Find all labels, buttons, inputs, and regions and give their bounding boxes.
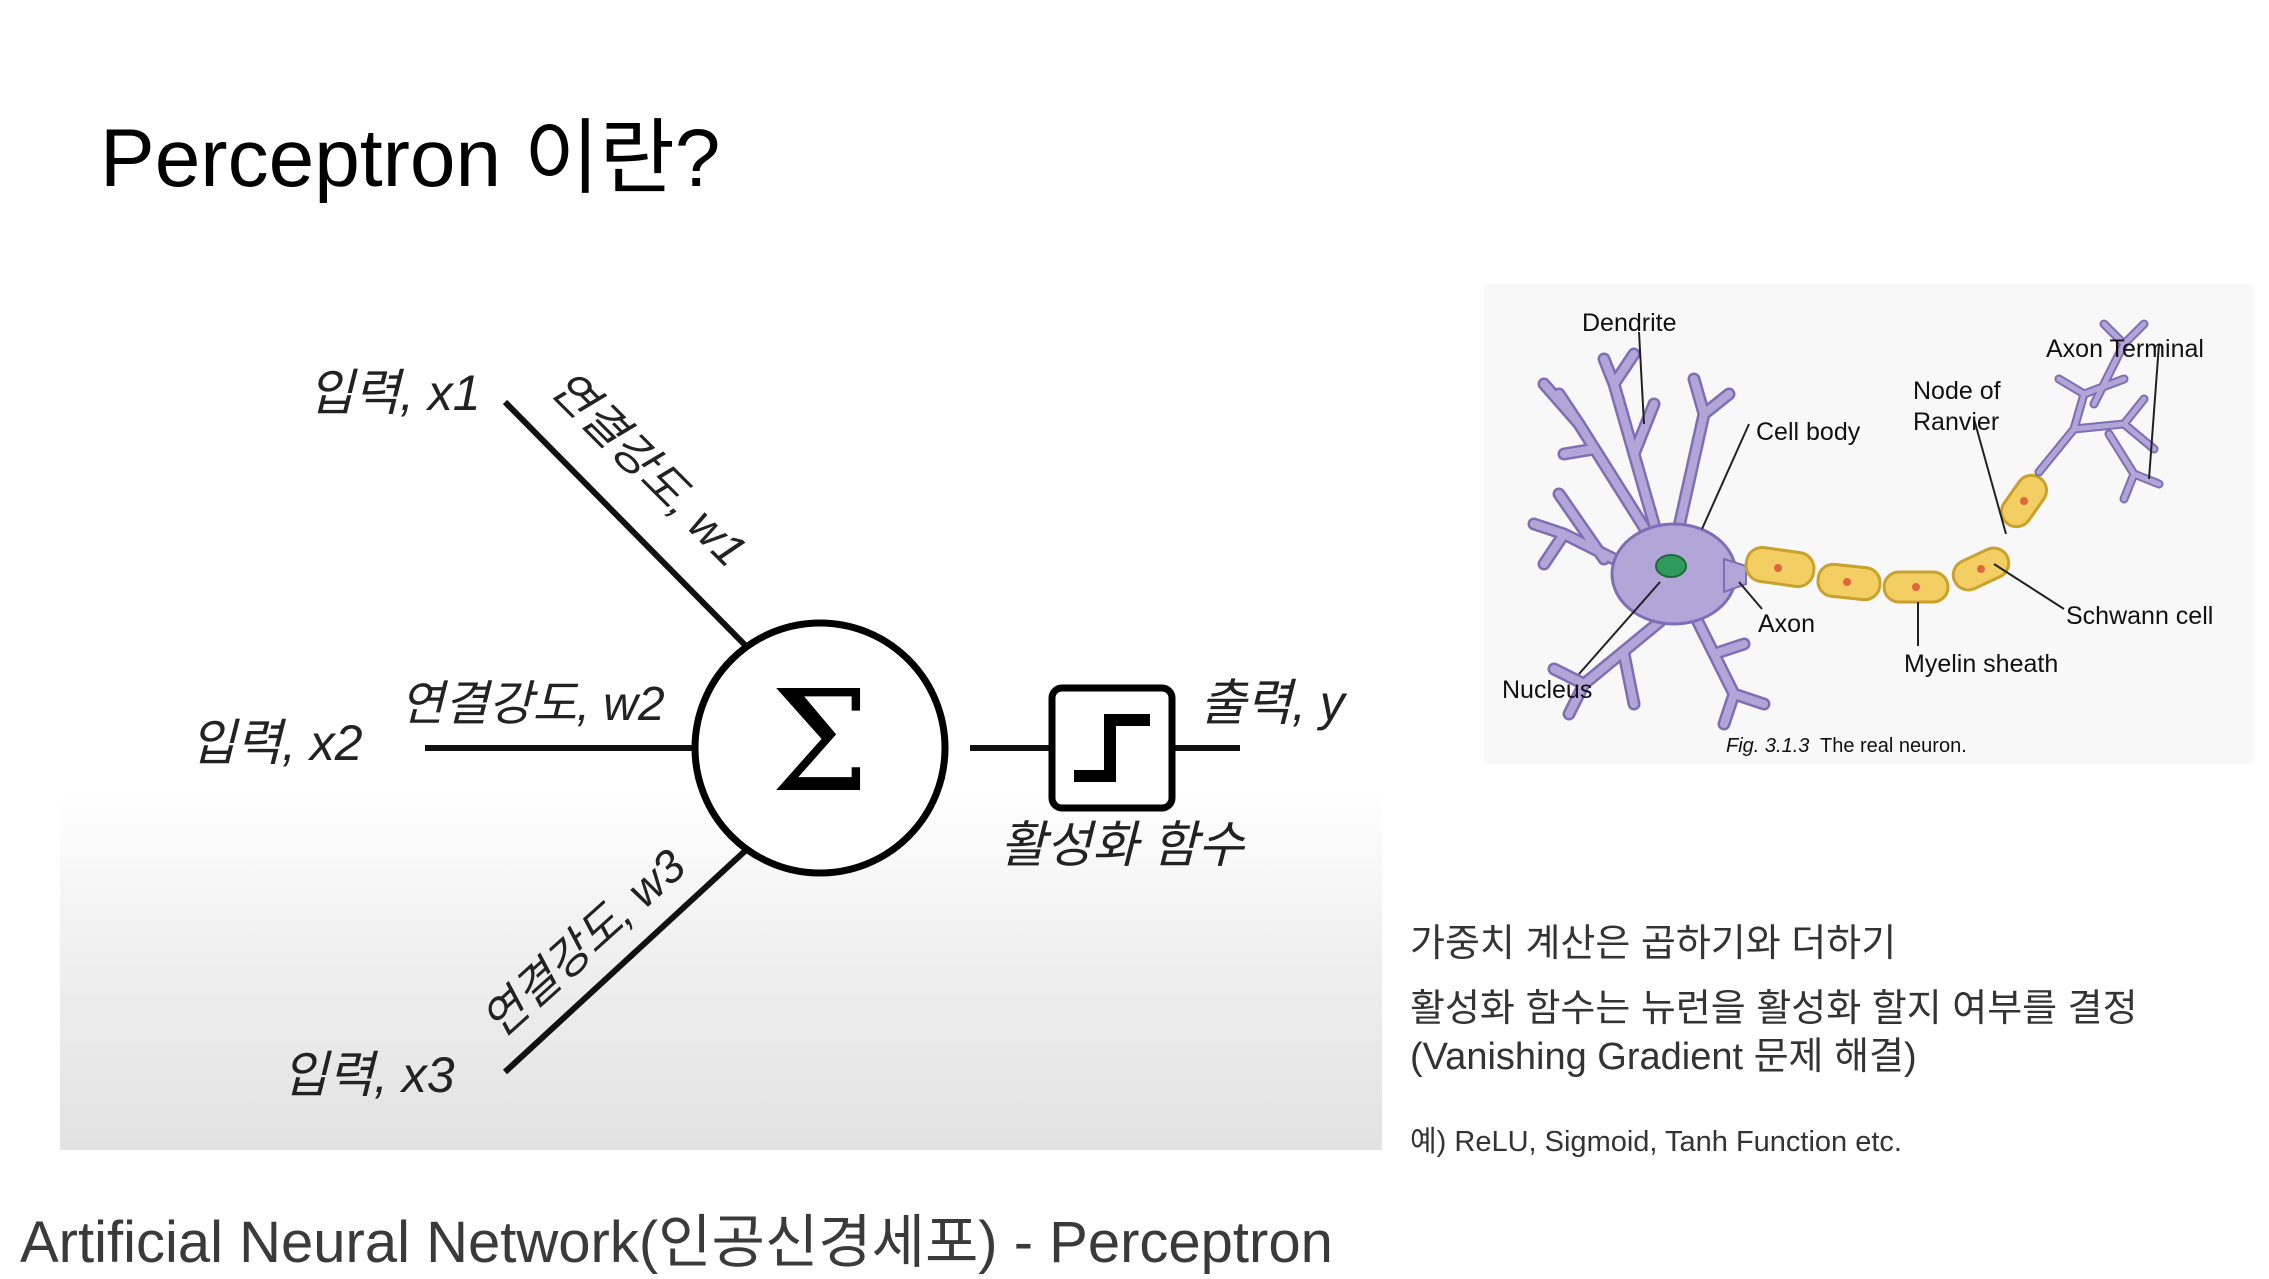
label-axon-terminal: Axon Terminal [2046, 335, 2204, 363]
weight-label-w3: 연결강도, w3 [472, 839, 696, 1048]
output-label: 출력, y [1200, 675, 1348, 731]
note-example: 예) ReLU, Sigmoid, Tanh Function etc. [1410, 1126, 1902, 1158]
neuron-svg: Dendrite Axon Terminal Node of Ranvier C… [1502, 309, 2213, 757]
label-node-of-ranvier-1: Node of [1913, 377, 2001, 405]
weight-label-w2: 연결강도, w2 [400, 678, 665, 731]
input-line-x3 [502, 848, 748, 1075]
summation-symbol: Σ [771, 661, 870, 824]
note-weights: 가중치 계산은 곱하기와 더하기 [1410, 923, 1897, 965]
dendrite-branches [1527, 347, 1771, 731]
label-nucleus: Nucleus [1502, 676, 1592, 704]
label-node-of-ranvier-2: Ranvier [1913, 408, 1999, 436]
step-function-icon [1074, 714, 1150, 782]
input-line-x1 [502, 399, 748, 648]
input-label-x2: 입력, x2 [190, 715, 363, 771]
neuron-figure: Dendrite Axon Terminal Node of Ranvier C… [1484, 284, 2254, 764]
summation-node [691, 619, 949, 877]
label-dendrite: Dendrite [1582, 309, 1677, 337]
label-axon: Axon [1758, 610, 1815, 638]
label-schwann-cell: Schwann cell [2066, 602, 2213, 630]
leader-lines [1578, 331, 2160, 675]
myelin-segments [1744, 473, 2048, 604]
activation-label: 활성화 함수 [1000, 817, 1246, 873]
note-activation: 활성화 함수는 뉴런을 활성화 할지 여부를 결정 (Vanishing Gra… [1410, 985, 2138, 1081]
figure-caption-number: Fig. 3.1.3 [1726, 735, 1809, 757]
figure-caption-text: The real neuron. [1820, 735, 1967, 757]
label-myelin-sheath: Myelin sheath [1904, 650, 2058, 678]
note-activation-line2: (Vanishing Gradient 문제 해결) [1410, 1036, 1917, 1078]
slide-footer: Artificial Neural Network(인공신경세포) - Perc… [20, 1210, 1333, 1275]
perceptron-diagram: Σ 입력, x1 입력, x2 입력, x3 연결강도, w1 연결강도, w2… [60, 300, 1382, 1150]
nucleus-shape [1655, 554, 1687, 578]
input-label-x1: 입력, x1 [308, 365, 481, 421]
label-cell-body: Cell body [1756, 418, 1861, 446]
axon-terminal-branches [2034, 319, 2164, 504]
note-activation-line1: 활성화 함수는 뉴런을 활성화 할지 여부를 결정 [1410, 988, 2138, 1030]
input-label-x3: 입력, x3 [282, 1047, 455, 1103]
perceptron-svg: Σ 입력, x1 입력, x2 입력, x3 연결강도, w1 연결강도, w2… [190, 360, 1348, 1103]
slide-title: Perceptron 이란? [100, 113, 721, 204]
